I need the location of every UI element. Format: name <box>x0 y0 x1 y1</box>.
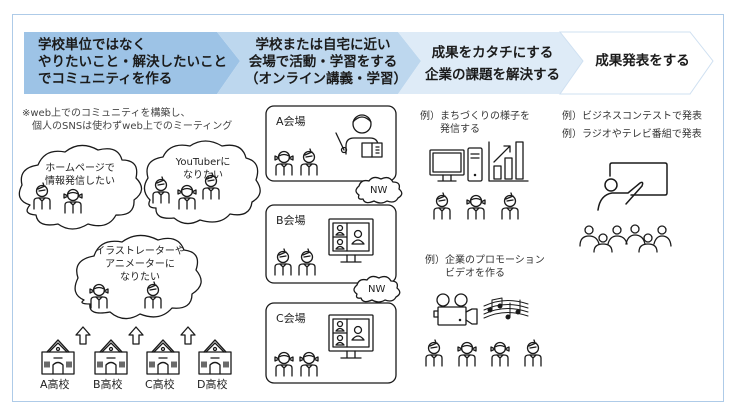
monitor-icon <box>430 150 464 181</box>
step-1-line-2: やりたいこと・解決したいこと <box>38 54 227 70</box>
school-building-icon <box>41 339 75 375</box>
student-icon <box>433 192 451 220</box>
presentation-example-2: 例）ラジオやテレビ番組で発表 <box>562 129 702 140</box>
cloud-youtuber-text: YouTuberに なりたい <box>168 156 238 182</box>
presentation-example-1: 例）ビジネスコンテストで発表 <box>562 111 702 122</box>
venue-c-box <box>266 303 396 383</box>
student-icon <box>425 339 443 367</box>
teacher-icon <box>336 115 382 157</box>
step-1-chevron <box>24 32 240 94</box>
up-arrow-icon <box>180 326 196 345</box>
community-note: ※web上でのコミュニティを構築し、 個人のSNSは使わずweb上でのミーティン… <box>22 107 232 133</box>
cloud-homepage-text: ホームページで 情報発信したい <box>40 162 120 188</box>
audience-icon <box>580 225 671 252</box>
step-1-line-3: でコミュニティを作る <box>38 71 173 87</box>
venue-b-label: B会場 <box>276 214 306 227</box>
result-example-1: 例）まちづくりの様子を 発信する <box>420 110 530 136</box>
result-example-2-line-1: 例）企業のプロモーション <box>425 255 545 266</box>
venue-b-box <box>266 205 396 283</box>
cloud-youtuber-line-1: YouTuberに <box>175 157 231 168</box>
network-label: NW <box>370 185 388 196</box>
growth-chart-icon <box>489 142 528 181</box>
step-4-text: 成果発表をする <box>585 53 700 70</box>
step-2-text: 学校または自宅に近い 会場で活動・学習をする （オンライン講義・学習） <box>245 37 407 88</box>
up-arrow-icon <box>75 326 91 345</box>
venue-a-label: A会場 <box>276 115 306 128</box>
cloud-illustrator-text: イラストレーターや アニメーターに なりたい <box>85 245 195 284</box>
cloud-illustrator-line-3: なりたい <box>120 272 160 283</box>
step-2-chevron <box>217 32 421 94</box>
step-3-line-2: 企業の課題を解決する <box>425 67 560 83</box>
step-3-text: 成果をカタチにする 企業の課題を解決する <box>420 42 565 86</box>
video-camera-icon <box>434 294 477 325</box>
venue-c-label: C会場 <box>276 312 306 325</box>
result-example-1-line-1: 例）まちづくりの様子を <box>420 111 530 122</box>
cloud-youtuber <box>144 141 260 224</box>
cloud-homepage-line-2: 情報発信したい <box>45 176 115 187</box>
student-icon <box>457 341 477 367</box>
result-example-2-line-2: ビデオを作る <box>445 268 505 279</box>
diagram-frame <box>12 14 724 402</box>
student-icon <box>466 194 486 220</box>
school-building-icon <box>94 339 128 375</box>
music-notes-icon <box>484 298 528 319</box>
presenter-icon <box>598 163 667 210</box>
school-label-d: D高校 <box>197 378 228 391</box>
community-note-line-1: ※web上でのコミュニティを構築し、 <box>22 108 191 119</box>
cloud-homepage-line-1: ホームページで <box>45 163 115 174</box>
school-label-b: B高校 <box>93 378 123 391</box>
student-icon <box>501 192 519 220</box>
cloud-youtuber-line-2: なりたい <box>183 170 223 181</box>
cloud-illustrator-line-1: イラストレーターや <box>95 246 185 257</box>
result-example-2: 例）企業のプロモーション ビデオを作る <box>425 254 545 280</box>
community-note-line-2: 個人のSNSは使わずweb上でのミーティング <box>32 121 233 132</box>
school-label-a: A高校 <box>40 378 70 391</box>
network-label: NW <box>368 284 386 295</box>
step-2-line-3: （オンライン講義・学習） <box>245 71 407 87</box>
step-4-line-1: 成果発表をする <box>595 53 690 69</box>
step-3-chevron <box>398 32 583 94</box>
pc-tower-icon <box>468 148 482 181</box>
step-2-line-1: 学校または自宅に近い <box>255 37 391 53</box>
school-label-c: C高校 <box>145 378 175 391</box>
student-icon <box>524 339 542 367</box>
step-2-line-2: 会場で活動・学習をする <box>248 54 398 70</box>
result-example-1-line-2: 発信する <box>440 124 480 135</box>
student-icon <box>490 341 510 367</box>
step-4-chevron <box>558 31 714 95</box>
step-1-line-1: 学校単位ではなく <box>38 37 146 53</box>
step-3-line-1: 成果をカタチにする <box>431 45 554 61</box>
school-building-icon <box>146 339 180 375</box>
cloud-illustrator-line-2: アニメーターに <box>105 259 175 270</box>
up-arrow-icon <box>128 326 144 345</box>
step-1-text: 学校単位ではなく やりたいこと・解決したいこと でコミュニティを作る <box>38 37 227 88</box>
school-building-icon <box>198 339 232 375</box>
